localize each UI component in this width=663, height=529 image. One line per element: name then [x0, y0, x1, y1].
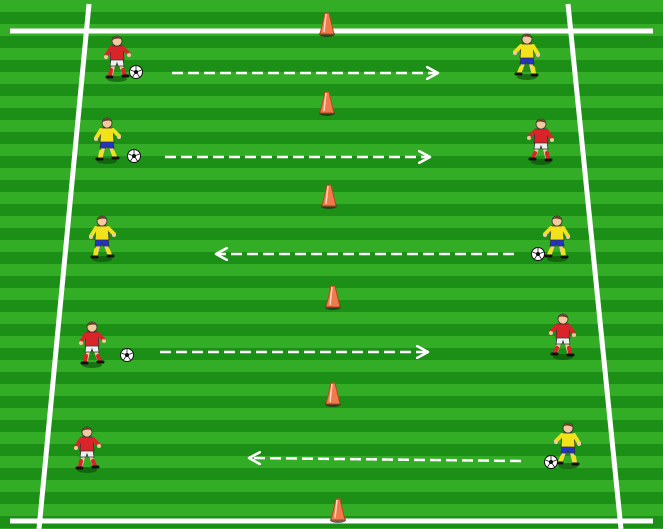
grass-stripe [0, 264, 663, 276]
soccer-ball-icon [130, 66, 143, 79]
grass-stripe [0, 480, 663, 492]
soccer-ball-icon [532, 248, 545, 261]
soccer-ball-icon [545, 456, 558, 469]
grass-stripe [0, 408, 663, 420]
grass-stripe [0, 168, 663, 180]
grass-stripe [0, 504, 663, 516]
soccer-ball-icon [121, 349, 134, 362]
grass-stripe [0, 0, 663, 12]
grass-stripe [0, 48, 663, 60]
soccer-ball-icon [128, 150, 141, 163]
grass-stripe [0, 72, 663, 84]
